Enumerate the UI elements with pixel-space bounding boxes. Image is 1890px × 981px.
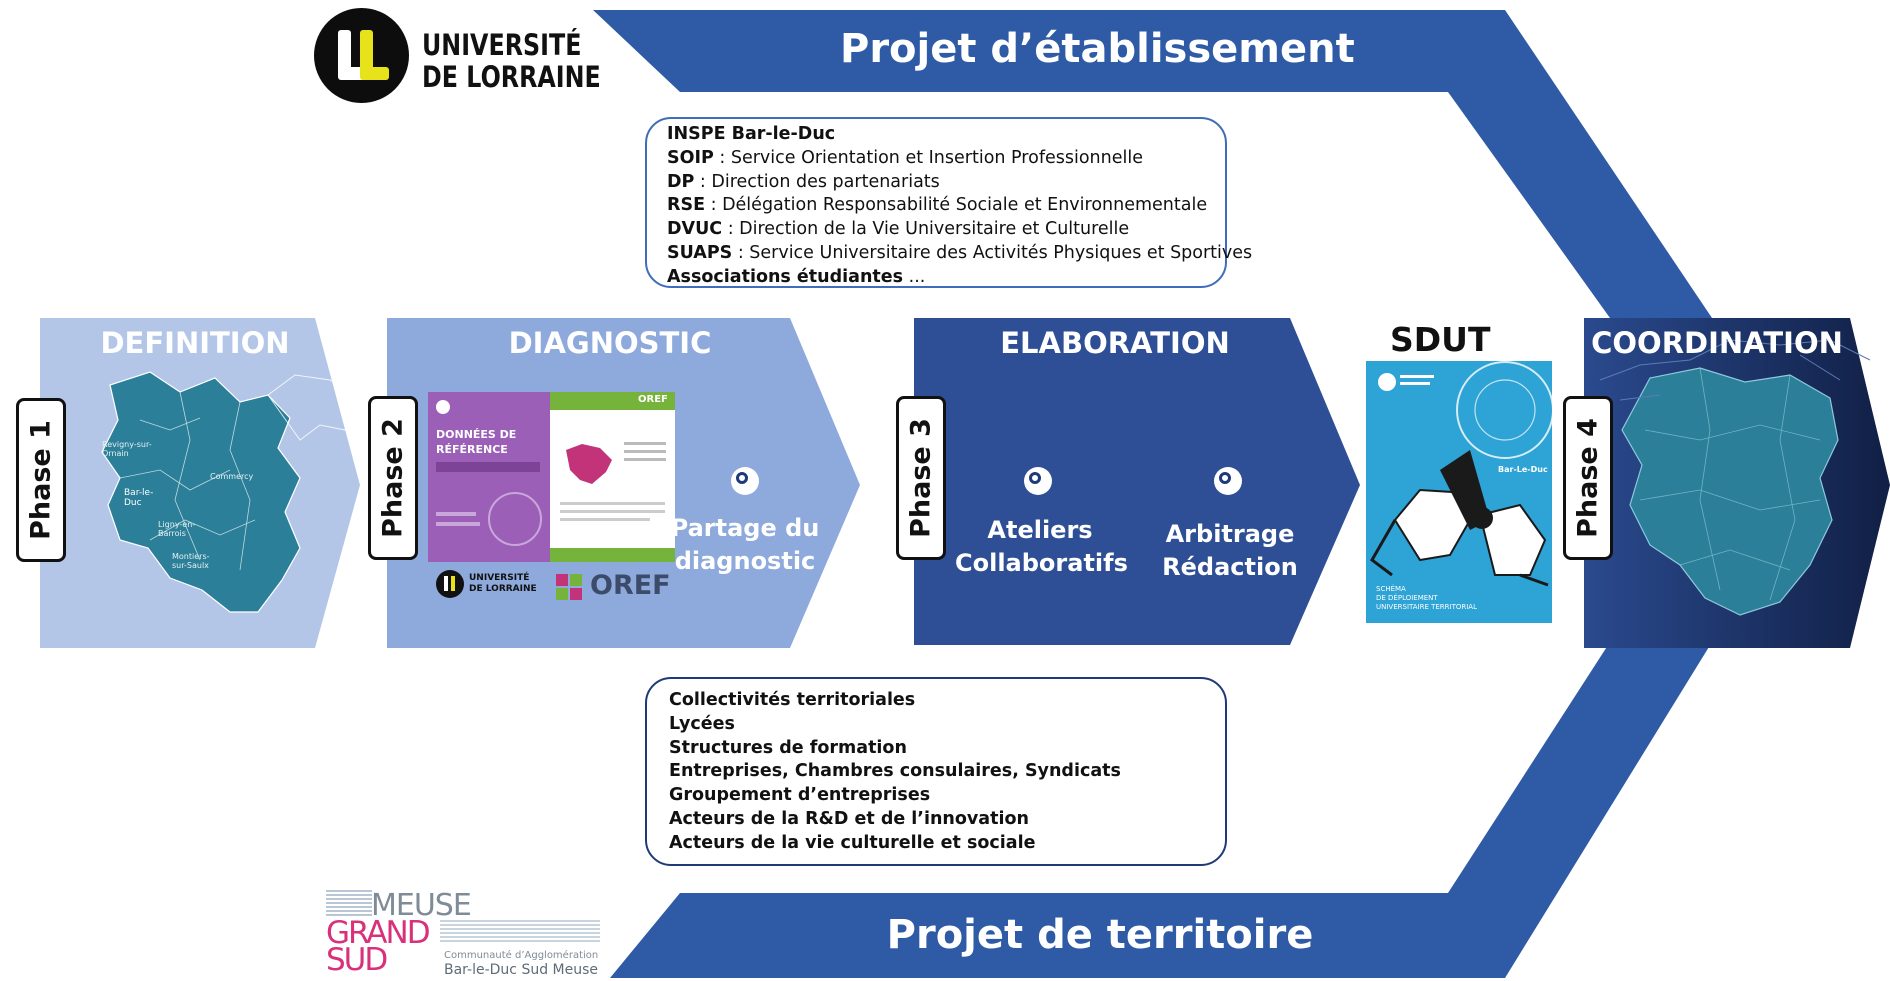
phase-2-tag-label: Phase 2 [377,418,409,538]
ateliers-dot [1024,467,1052,495]
phase-4-tag-label: Phase 4 [1572,418,1604,538]
arbitrage-label: Arbitrage Rédaction [1150,518,1310,584]
mgs-sub1: Communauté d’Agglomération [444,950,599,961]
oref-small-label: OREF [638,394,668,405]
phase-3-tag: Phase 3 [896,396,946,560]
arbitrage-label-line1: Arbitrage [1165,520,1295,548]
bottom-box-line: Structures de formation [669,737,907,758]
mgs-stripes [326,890,372,916]
top-box-line: SOIP : Service Orientation et Insertion … [667,147,1225,171]
top-box-line: SUAPS : Service Universitaire des Activi… [667,242,1252,266]
bottom-box-line: Groupement d’entreprises [669,785,931,806]
doc-purple-title-1: DONNÉES DE [436,428,517,441]
phase-4-tag: Phase 4 [1563,396,1613,560]
phase-1-tag: Phase 1 [16,398,66,562]
mgs-right-stripes [440,920,600,944]
ateliers-label: Ateliers Collaboratifs [955,514,1128,580]
doc-purple-title-2: RÉFÉRENCE [436,443,508,456]
map-label-revigny: Revigny-sur-Ornain [102,440,152,458]
partage-label-line1: Partage du [670,514,820,542]
phase-4-title: COORDINATION [1591,326,1843,360]
partage-label-line2: diagnostic [674,547,816,575]
phase-1-title: DEFINITION [100,326,290,360]
sdut-title: SDUT [1390,320,1491,359]
ul-logo-line1: UNIVERSITÉ [422,28,582,62]
top-banner-shape [593,10,1712,318]
oref-logo-icon [556,574,582,600]
doc-ul-mini-logo [436,400,450,414]
coordination-map [1599,339,1871,616]
ul-logo-icon [314,8,409,103]
top-box-line-key: SOIP [667,147,714,168]
top-box-line-key: RSE [667,195,706,216]
diag-ul-logo-icon [436,570,464,598]
partage-label: Partage du diagnostic [665,512,825,578]
top-box-line: DP : Direction des partenariats [667,171,1225,195]
oref-document: OREF [550,392,675,562]
phase-2-title: DIAGNOSTIC [508,326,712,360]
elaboration-arrow [914,318,1360,645]
top-box-line-key: Associations étudiantes [667,266,904,287]
diag-ul-logo-line2: DE LORRAINE [469,584,537,594]
bottom-banner-shape [610,642,1712,978]
bottom-box-line: Lycées [669,713,735,734]
top-box-line-key: DP [667,171,695,192]
top-box-line-key: DVUC [667,219,723,240]
phase-3-title: ELABORATION [1000,326,1230,360]
map-label-commercy: Commercy [210,472,254,481]
map-label-montiers: Montiers-sur-Saulx [172,552,210,570]
diag-ul-logo-line1: UNIVERSITÉ [469,573,530,583]
top-box-line: DVUC : Direction de la Vie Universitaire… [667,218,1225,242]
mgs-sud: SUD [326,942,388,978]
arbitrage-dot [1214,467,1242,495]
bottom-box-line: Acteurs de la vie culturelle et sociale [669,832,1036,853]
top-box-line: RSE : Délégation Responsabilité Sociale … [667,194,1225,218]
top-box-line: INSPE Bar-le-Duc [667,123,1225,147]
oref-logo-text: OREF [590,570,671,601]
phase-3-tag-label: Phase 3 [905,418,937,538]
phase-1-tag-label: Phase 1 [25,420,57,540]
map-label-bar-le-duc: Bar-le-Duc [124,488,154,508]
oref-map-thumbnail [566,444,612,484]
partage-dot [731,467,759,495]
map-label-ligny: Ligny-en-Barrois [158,520,196,538]
ateliers-label-line1: Ateliers [987,516,1093,544]
arbitrage-label-line2: Rédaction [1162,553,1298,581]
meuse-grand-sud-logo: MEUSE GRAND SUD Communauté d’Agglomérati… [326,888,606,980]
bottom-box-line: Entreprises, Chambres consulaires, Syndi… [669,761,1121,782]
bottom-box-line: Acteurs de la R&D et de l’innovation [669,808,1029,829]
top-box-line-desc: : Direction des partenariats [694,171,940,192]
bottom-box-line: Collectivités territoriales [669,690,916,710]
diag-ul-logo: UNIVERSITÉ DE LORRAINE [436,570,556,600]
mgs-meuse: MEUSE [371,888,472,923]
top-box-line-desc: : Service Universitaire des Activités Ph… [732,242,1253,263]
top-box-line: Associations étudiantes ... [667,266,1225,290]
top-box-line-desc: : Service Orientation et Insertion Profe… [713,147,1143,168]
phase-2-tag: Phase 2 [368,396,418,560]
ateliers-label-line2: Collaboratifs [955,549,1128,577]
mgs-sub2: Bar-le-Duc Sud Meuse [444,962,599,978]
banner-projet-territoire: Projet de territoire [886,912,1314,958]
universite-lorraine-logo: UNIVERSITÉ DE LORRAINE [314,8,604,103]
top-box-line-desc: : Direction de la Vie Universitaire et C… [722,219,1130,240]
top-box-line-desc: ... [903,266,926,287]
top-box-line-key: INSPE Bar-le-Duc [667,124,836,144]
sdut-illustration [1370,361,1554,587]
ul-logo-line2: DE LORRAINE [422,60,601,94]
mgs-grand: GRAND [326,915,431,951]
banner-projet-etablissement: Projet d’établissement [840,26,1355,72]
donnees-reference-document: DONNÉES DE RÉFÉRENCE [428,392,550,562]
oref-logo: OREF [556,570,676,604]
top-box-line-desc: : Délégation Responsabilité Sociale et E… [705,195,1208,216]
top-box-line-key: SUAPS [667,242,733,263]
definition-map [101,371,361,613]
